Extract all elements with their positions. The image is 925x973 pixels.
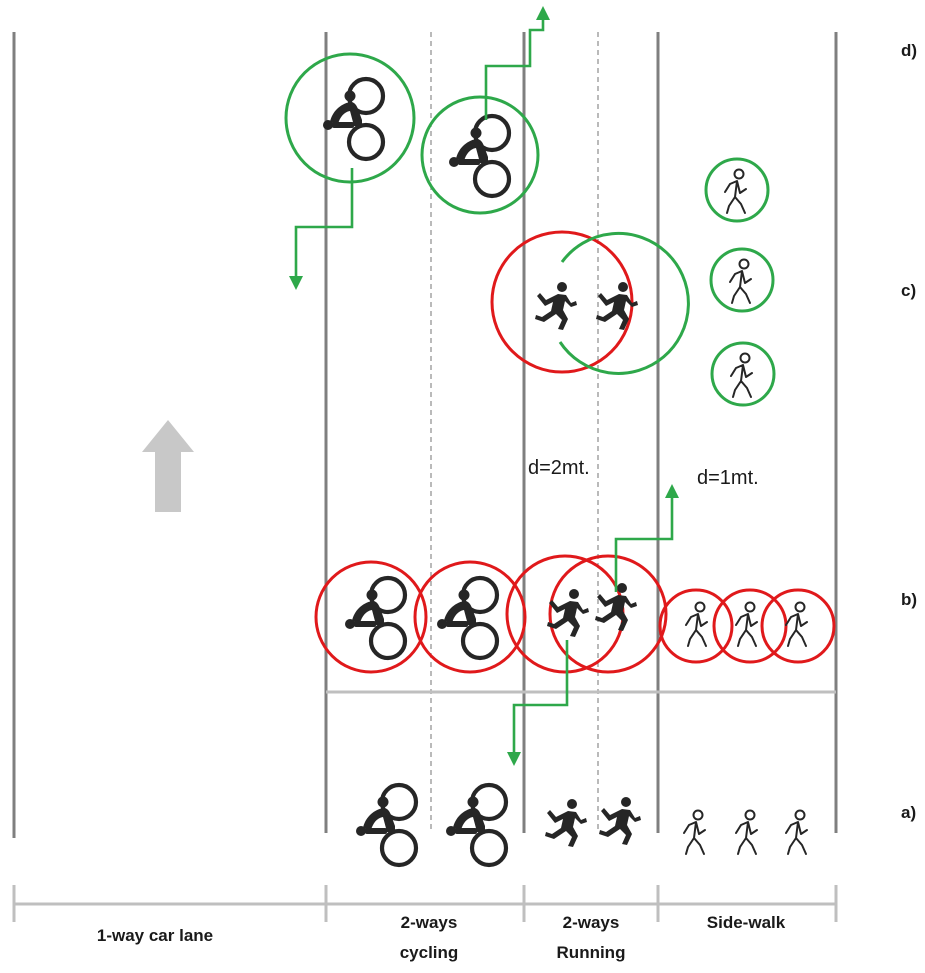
distance-circle-green — [284, 52, 416, 184]
lane-label-car: 1-way car lane — [97, 926, 213, 945]
lane-boundaries — [12, 32, 838, 838]
bicycle-icon — [437, 578, 497, 658]
pedestrian-icon — [730, 352, 753, 398]
row-d-group — [284, 6, 550, 290]
pedestrian-icon — [683, 809, 706, 855]
pedestrian-icon — [729, 258, 752, 304]
pedestrian-icon — [685, 601, 708, 647]
pedestrian-icon — [735, 601, 758, 647]
lane-label-sidewalk: Side-walk — [707, 913, 786, 932]
lane-label-cycling-line2: cycling — [400, 943, 459, 962]
row-a-group — [356, 785, 808, 865]
distance-circle-green — [420, 95, 540, 215]
arrow-head — [507, 752, 521, 766]
runner-icon — [599, 797, 641, 845]
distance-circle-red — [760, 588, 836, 664]
distance-circle-red — [314, 560, 428, 674]
distance-circle-red — [490, 230, 634, 374]
lane-label-running-line1: 2-ways — [563, 913, 620, 932]
runner-icon — [535, 282, 577, 330]
distance-circle-green — [704, 157, 770, 223]
bicycle-icon — [446, 785, 506, 865]
bicycle-icon — [356, 785, 416, 865]
bicycle-icon — [323, 79, 383, 159]
distance-circle-red — [548, 554, 668, 674]
row-label-b: b) — [901, 590, 917, 609]
row-b-group — [314, 484, 836, 766]
lane-dimension-bar — [12, 885, 838, 922]
distance-label-sidewalk: d=1mt. — [697, 467, 759, 489]
distance-circle-green — [558, 232, 690, 375]
pedestrian-icon — [735, 809, 758, 855]
row-label-c: c) — [901, 281, 916, 300]
arrow-head — [665, 484, 679, 498]
distance-circle-red — [413, 560, 527, 674]
bicycle-icon — [345, 578, 405, 658]
move-path-arrow — [512, 640, 569, 758]
pedestrian-icon — [785, 601, 808, 647]
arrow-head — [289, 276, 303, 290]
runner-icon — [545, 799, 587, 847]
bicycle-icon — [449, 116, 509, 196]
up-arrow-icon — [142, 420, 194, 512]
distance-circle-green — [709, 247, 775, 313]
lane-label-cycling-line1: 2-ways — [401, 913, 458, 932]
move-path-arrow — [484, 16, 545, 120]
row-label-a: a) — [901, 803, 916, 822]
pedestrian-icon — [785, 809, 808, 855]
row-label-d: d) — [901, 41, 917, 60]
arrow-head — [536, 6, 550, 20]
row-c-group — [490, 157, 776, 407]
pedestrian-icon — [724, 168, 747, 214]
move-path-arrow — [294, 168, 354, 282]
distance-circle-green — [710, 341, 776, 407]
distance-circle-red — [658, 588, 734, 664]
move-path-arrow — [614, 492, 674, 592]
distance-label-running: d=2mt. — [528, 457, 590, 479]
lane-label-running-line2: Running — [557, 943, 626, 962]
